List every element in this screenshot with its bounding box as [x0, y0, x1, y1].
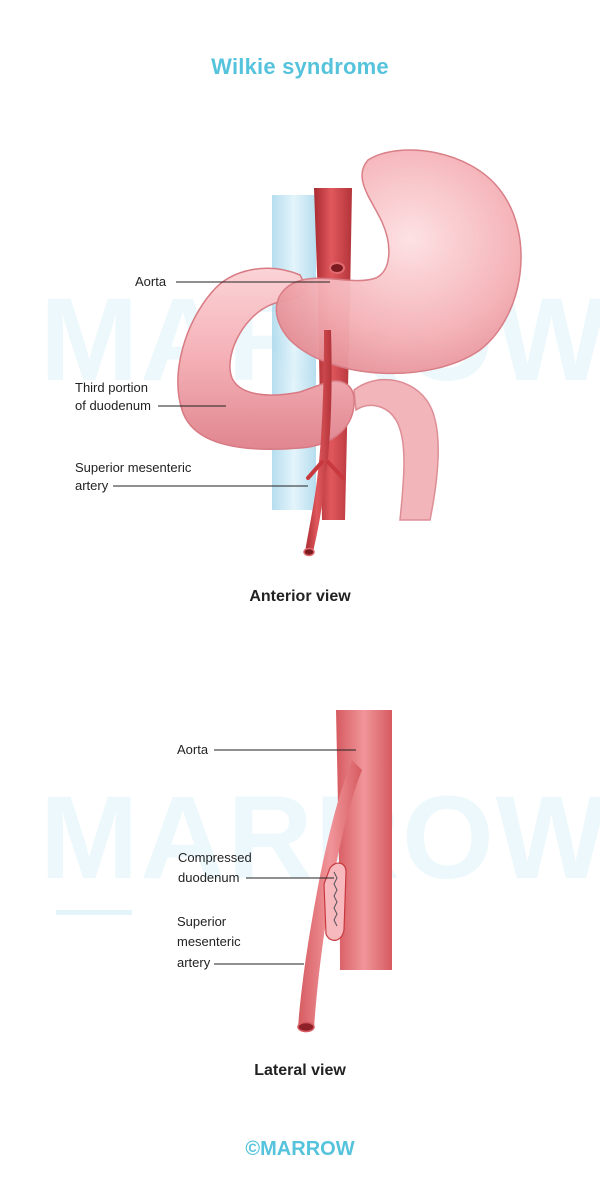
label-sma-lateral-line2: mesenteric: [177, 934, 241, 949]
watermark-underline: [56, 910, 132, 915]
label-third-portion-line2: of duodenum: [75, 398, 151, 413]
sma-branches: [306, 460, 345, 480]
aorta-cross-section: [329, 262, 345, 274]
jejunum: [353, 378, 439, 521]
label-sma-lateral-line3: artery: [177, 955, 211, 970]
anterior-view-title: Anterior view: [249, 588, 351, 605]
brand-logo: ©MARROW: [245, 1138, 355, 1160]
duodenum-loop: [177, 267, 355, 450]
compressed-duodenum: [323, 862, 347, 941]
label-third-portion-line1: Third portion: [75, 380, 148, 395]
label-compressed-line1: Compressed: [178, 850, 252, 865]
lateral-sma-cross-section: [297, 1021, 315, 1033]
lateral-view-title: Lateral view: [254, 1062, 346, 1079]
label-sma-anterior-line1: Superior mesenteric: [75, 460, 192, 475]
anterior-sma: [305, 330, 332, 552]
stomach: [275, 149, 522, 375]
sma-cross-section: [303, 547, 315, 557]
duodenum-fold-line: [333, 871, 338, 927]
label-aorta-anterior: Aorta: [135, 274, 167, 289]
diagram-title: Wilkie syndrome: [211, 54, 389, 79]
label-compressed-line2: duodenum: [178, 870, 240, 885]
label-sma-lateral-line1: Superior: [177, 914, 227, 929]
label-sma-anterior-line2: artery: [75, 478, 109, 493]
label-aorta-lateral: Aorta: [177, 742, 209, 757]
